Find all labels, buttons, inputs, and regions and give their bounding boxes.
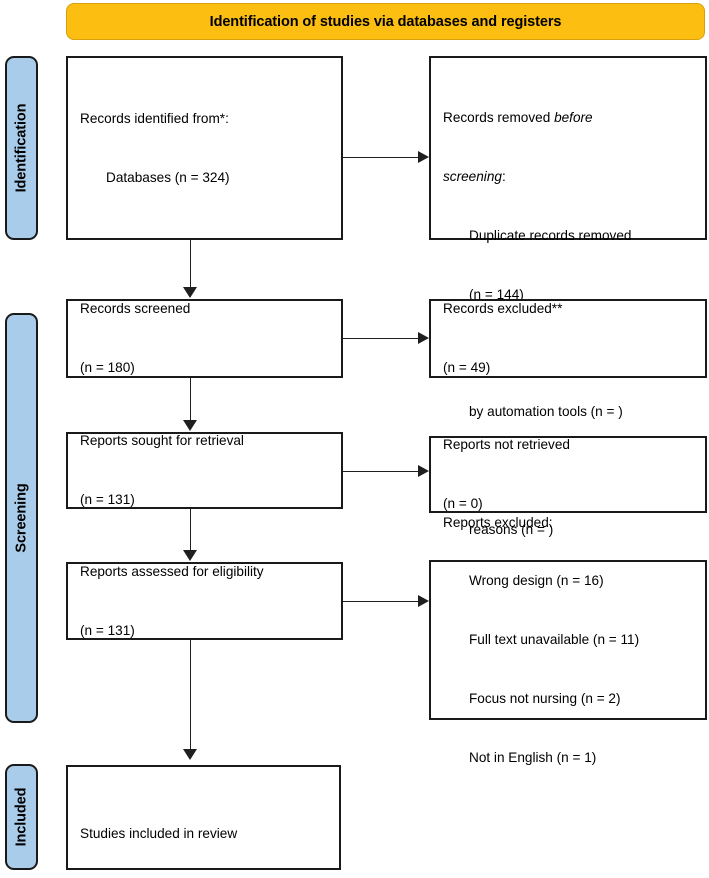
- phase-tab-included: Included: [5, 764, 38, 870]
- phase-tab-identification: Identification: [5, 56, 38, 240]
- box-records-excluded-text: Records excluded** (n = 49): [431, 260, 562, 417]
- box-studies-included-text: Studies included in review (n = 101): [68, 767, 237, 878]
- text-line: screening:: [443, 168, 506, 184]
- box-records-excluded: Records excluded** (n = 49): [429, 299, 707, 378]
- text-line: Not in English (n = 1): [469, 749, 597, 765]
- box-reports-sought-for-retrieval: Reports sought for retrieval (n = 131): [66, 432, 343, 509]
- arrowhead-identified-to-removed: [418, 150, 429, 163]
- text-line: Focus not nursing (n = 2): [469, 690, 621, 706]
- arrowhead-identified-to-screened: [183, 287, 198, 298]
- phase-tab-identification-label: Identification: [13, 103, 30, 193]
- text-line: (n = 131): [80, 622, 135, 638]
- emphasis-before: before: [554, 110, 593, 126]
- text-line: (n = 144): [469, 286, 524, 302]
- arrowhead-assessed-to-excluded: [418, 594, 429, 607]
- text-line: Records removed before: [443, 110, 593, 126]
- connector-assessed-to-included: [190, 640, 191, 750]
- arrowhead-assessed-to-included: [183, 749, 198, 760]
- connector-assessed-to-excluded: [343, 601, 419, 602]
- text-line: Reports not retrieved: [443, 437, 570, 453]
- phase-tab-screening-label: Screening: [13, 483, 30, 553]
- text-line: Databases (n = 324): [106, 169, 230, 185]
- text-line: Duplicate records removed: [469, 227, 632, 243]
- connector-sought-to-not-retrieved: [343, 471, 419, 472]
- connector-identified-to-removed: [343, 157, 419, 158]
- box-reports-not-retrieved-text: Reports not retrieved (n = 0): [431, 396, 570, 553]
- box-records-removed-before-screening: Records removed before screening: Duplic…: [429, 56, 707, 537]
- text-line: Reports excluded:: [443, 514, 553, 530]
- box-records-screened-text: Records screened (n = 180): [68, 260, 190, 417]
- text-line: (n = 131): [80, 492, 135, 508]
- text-line: reasons (n = ): [469, 521, 554, 537]
- connector-identified-to-screened: [190, 240, 191, 288]
- phase-banner-label: Identification of studies via databases …: [209, 13, 562, 30]
- connector-screened-to-excluded: [343, 338, 419, 339]
- connector-screened-to-sought: [190, 378, 191, 421]
- text-line: Full text unavailable (n = 11): [469, 632, 640, 648]
- box-reports-assessed-text: Reports assessed for eligibility (n = 13…: [68, 523, 264, 680]
- box-studies-included-in-review: Studies included in review (n = 101): [66, 765, 341, 870]
- text-line: (n = 49): [443, 360, 491, 376]
- box-reports-not-retrieved: Reports not retrieved (n = 0): [429, 436, 707, 513]
- text-line: (n = 180): [80, 360, 135, 376]
- box-records-identified-text: Records identified from*: Databases (n =…: [68, 70, 230, 227]
- text-line: Wrong design (n = 16): [469, 573, 604, 589]
- box-reports-excluded-text: Reports excluded: Wrong design (n = 16) …: [431, 473, 639, 806]
- arrowhead-sought-to-assessed: [183, 550, 198, 561]
- text-line: (n = 0): [443, 496, 483, 512]
- box-records-identified: Records identified from*: Databases (n =…: [66, 56, 343, 240]
- box-reports-excluded-with-reasons: Reports excluded: Wrong design (n = 16) …: [429, 515, 707, 765]
- text-line: Records excluded**: [443, 301, 563, 317]
- box-records-screened: Records screened (n = 180): [66, 299, 343, 378]
- arrowhead-screened-to-sought: [183, 420, 198, 431]
- text-line: Reports assessed for eligibility: [80, 563, 264, 579]
- text-line: Studies included in review: [80, 826, 238, 842]
- phase-tab-included-label: Included: [13, 787, 30, 847]
- text-line: by automation tools (n = ): [469, 404, 623, 420]
- phase-banner-identification: Identification of studies via databases …: [66, 3, 705, 40]
- arrowhead-screened-to-excluded: [418, 331, 429, 344]
- arrowhead-sought-to-not-retrieved: [418, 464, 429, 477]
- box-reports-assessed-for-eligibility: Reports assessed for eligibility (n = 13…: [66, 562, 343, 640]
- box-reports-sought-text: Reports sought for retrieval (n = 131): [68, 392, 244, 549]
- text-line: Reports sought for retrieval: [80, 433, 244, 449]
- phase-tab-screening: Screening: [5, 313, 38, 723]
- text-line: Records screened: [80, 301, 191, 317]
- connector-sought-to-assessed: [190, 509, 191, 551]
- emphasis-screening: screening: [443, 168, 502, 184]
- text-line: Records identified from*:: [80, 110, 229, 126]
